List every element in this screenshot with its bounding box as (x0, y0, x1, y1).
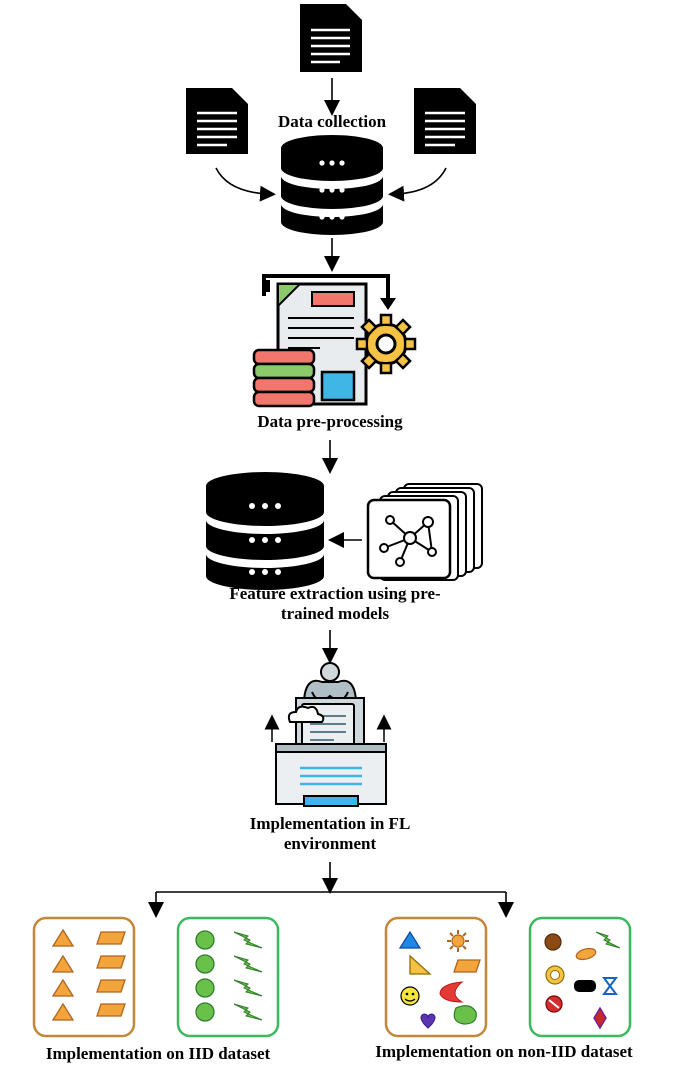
arrow-doc-left (215, 167, 276, 202)
non-iid-client-box-1 (384, 916, 488, 1038)
fl-implementation-label-line1: Implementation in FL (249, 814, 411, 833)
sun-shape (447, 930, 469, 952)
iid-outcome-label: Implementation on IID dataset (45, 1044, 271, 1063)
document-icon-left (186, 88, 248, 154)
fl-environment-icon (264, 662, 392, 807)
non-iid-outcome-label: Implementation on non-IID dataset (375, 1042, 633, 1061)
arrow-doc-right (388, 167, 447, 202)
non-iid-client-box-2 (528, 916, 632, 1038)
iid-client-box-2 (176, 916, 280, 1038)
document-icon-right (414, 88, 476, 154)
feature-extraction-label-line1: Feature extraction using pre- (229, 584, 441, 603)
database-icon (281, 135, 383, 235)
fl-implementation-label-line2: environment (283, 834, 377, 853)
feature-extraction-label-line2: trained models (280, 604, 390, 623)
document-icon-top (300, 4, 362, 72)
database-icon-features (206, 472, 324, 590)
data-preprocessing-label: Data pre-processing (257, 412, 403, 431)
data-collection-label: Data collection (277, 112, 387, 131)
pretrained-model-stack-icon (366, 483, 483, 581)
iid-client-box-1 (32, 916, 136, 1038)
preprocessing-icon (252, 274, 417, 408)
branch-connector (148, 862, 514, 918)
